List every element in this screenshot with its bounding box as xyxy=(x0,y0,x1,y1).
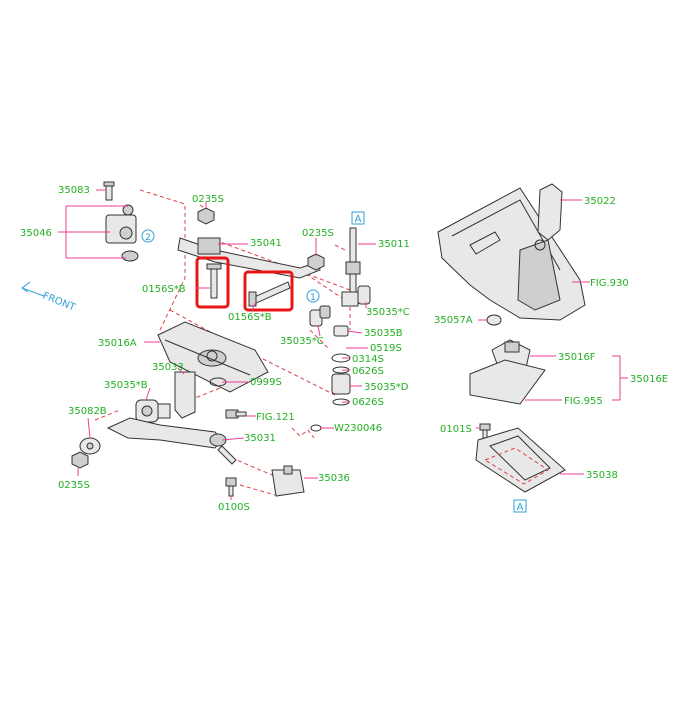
part-stack-35035 xyxy=(331,325,351,406)
label-35035c-lower: 35035*C xyxy=(280,336,324,347)
part-35083 xyxy=(103,181,115,201)
part-0156sb-bolt-angled xyxy=(248,281,291,307)
label-35036: 35036 xyxy=(318,473,350,484)
part-fig955-mat xyxy=(469,359,546,405)
label-fig121: FIG.121 xyxy=(256,412,295,423)
part-35038-bezel xyxy=(475,427,566,493)
part-fig930-console xyxy=(437,187,586,321)
part-35022-knob xyxy=(537,183,563,241)
label-0101s: 0101S xyxy=(440,424,472,435)
label-35022: 35022 xyxy=(584,196,616,207)
circle-marker-2: 2 xyxy=(141,229,155,243)
part-35033-bracket xyxy=(174,371,196,419)
part-0235s-bottom xyxy=(71,451,89,469)
part-labels: 35083 35046 0235S 35041 0235S 35011 0156… xyxy=(20,185,668,513)
highlight-box-bolt-2 xyxy=(243,270,294,312)
label-35082b: 35082B xyxy=(68,406,107,417)
label-35031: 35031 xyxy=(244,433,276,444)
label-35057a: 35057A xyxy=(434,315,473,326)
label-w230046: W230046 xyxy=(334,423,382,434)
label-0519s: 0519S xyxy=(370,343,402,354)
part-35041-rod xyxy=(177,237,321,279)
label-35035d: 35035*D xyxy=(364,382,409,393)
circle-marker-2-text: 2 xyxy=(145,233,151,243)
label-35035c-upper: 35035*C xyxy=(366,307,410,318)
label-0100s: 0100S xyxy=(218,502,250,513)
part-35036 xyxy=(271,465,305,497)
part-35011-lever xyxy=(341,227,361,307)
label-0235s-bottom: 0235S xyxy=(58,480,90,491)
label-35041: 35041 xyxy=(250,238,282,249)
part-35035c-lower xyxy=(309,305,331,327)
marker-a-bottom: A xyxy=(513,499,527,513)
label-35083: 35083 xyxy=(58,185,90,196)
marker-a-top-text: A xyxy=(355,214,362,225)
part-0156sb-bolt-vertical xyxy=(206,263,222,299)
part-0100s xyxy=(225,477,237,497)
part-35031-rod xyxy=(106,417,237,465)
part-35035c-upper xyxy=(357,285,371,305)
leader-lines xyxy=(58,189,628,500)
part-0235s-top xyxy=(197,207,215,225)
label-35016f: 35016F xyxy=(558,352,596,363)
part-35057a xyxy=(486,314,502,326)
label-0626s-upper: 0626S xyxy=(352,366,384,377)
label-35033: 35033 xyxy=(152,362,184,373)
label-35035b-star: 35035*B xyxy=(104,380,148,391)
part-35016a-housing xyxy=(157,321,269,393)
part-bolt-fig121 xyxy=(225,409,247,419)
label-0156sb-bottom: 0156S*B xyxy=(228,312,272,323)
marker-a-bottom-text: A xyxy=(517,502,524,513)
label-0235s-top: 0235S xyxy=(192,194,224,205)
front-label: FRONT xyxy=(41,291,78,314)
highlight-box-bolt-1 xyxy=(195,256,230,309)
circle-marker-1: 1 xyxy=(306,289,320,303)
part-35046 xyxy=(105,204,139,262)
label-fig955: FIG.955 xyxy=(564,396,603,407)
label-35038: 35038 xyxy=(586,470,618,481)
label-0156sb-left: 0156S*B xyxy=(142,284,186,295)
circle-marker-1-text: 1 xyxy=(310,293,316,303)
label-35035b: 35035B xyxy=(364,328,403,339)
part-boot xyxy=(517,239,561,311)
label-0314s: 0314S xyxy=(352,354,384,365)
label-fig930: FIG.930 xyxy=(590,278,629,289)
part-35035b-bushing xyxy=(135,399,171,423)
part-0101s xyxy=(479,423,491,439)
label-0999s: 0999S xyxy=(250,377,282,388)
label-35016e: 35016E xyxy=(630,374,668,385)
part-35082b xyxy=(79,437,101,455)
front-arrow: FRONT xyxy=(21,281,78,314)
part-0235s-right xyxy=(307,253,325,271)
label-0235s-right: 0235S xyxy=(302,228,334,239)
label-0626s-lower: 0626S xyxy=(352,397,384,408)
label-35046: 35046 xyxy=(20,228,52,239)
marker-a-top: A xyxy=(351,211,365,225)
label-35016a: 35016A xyxy=(98,338,137,349)
label-35011: 35011 xyxy=(378,239,410,250)
part-w230046 xyxy=(310,424,322,432)
